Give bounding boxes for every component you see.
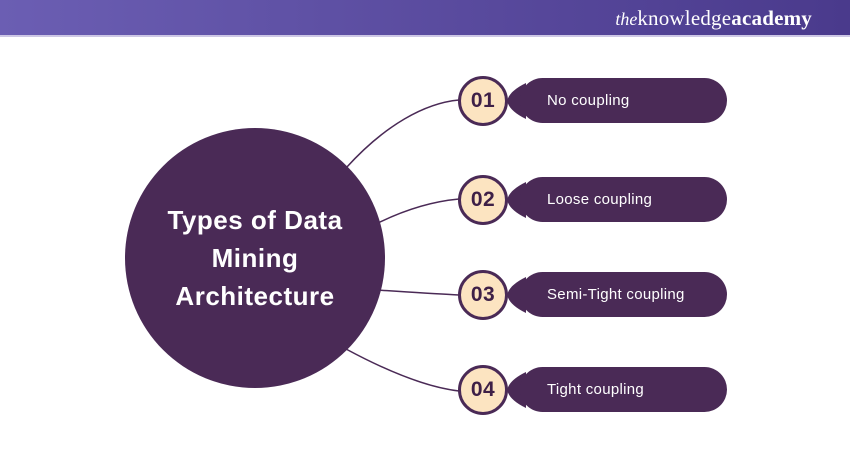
item-row-2: 02 Loose coupling bbox=[458, 175, 728, 225]
brand-logo: theknowledgeacademy bbox=[615, 5, 812, 32]
connector-line-3 bbox=[376, 289, 460, 296]
item-row-3: 03 Semi-Tight coupling bbox=[458, 270, 728, 320]
item-number-2: 02 bbox=[470, 188, 496, 211]
item-label-3: Semi-Tight coupling bbox=[547, 286, 685, 303]
connector-line-2 bbox=[375, 198, 460, 225]
item-pill-1: No coupling bbox=[520, 78, 727, 123]
item-pill-4: Tight coupling bbox=[520, 367, 727, 412]
header-bar: theknowledgeacademy bbox=[0, 0, 850, 37]
logo-academy: academy bbox=[731, 6, 812, 30]
central-topic-circle: Types of Data Mining Architecture bbox=[125, 128, 385, 388]
logo-the: the bbox=[615, 9, 638, 29]
item-number-badge-2: 02 bbox=[458, 175, 508, 225]
connector-line-4 bbox=[345, 348, 460, 392]
diagram-title-line-1: Types of Data bbox=[167, 205, 343, 235]
item-number-badge-3: 03 bbox=[458, 270, 508, 320]
item-pill-2: Loose coupling bbox=[520, 177, 727, 222]
item-label-4: Tight coupling bbox=[547, 381, 645, 398]
item-label-1: No coupling bbox=[547, 92, 630, 109]
diagram-title-line-2: Mining bbox=[211, 243, 299, 273]
item-pill-3: Semi-Tight coupling bbox=[520, 272, 727, 317]
item-label-2: Loose coupling bbox=[547, 191, 653, 208]
diagram-title: Types of Data Mining Architecture bbox=[167, 201, 342, 315]
logo-knowledge: knowledge bbox=[637, 6, 732, 30]
item-number-1: 01 bbox=[470, 89, 496, 112]
item-number-badge-1: 01 bbox=[458, 76, 508, 126]
connector-line-1 bbox=[345, 99, 460, 169]
item-number-badge-4: 04 bbox=[458, 365, 508, 415]
diagram-title-line-3: Architecture bbox=[175, 281, 335, 311]
item-number-3: 03 bbox=[470, 283, 496, 306]
item-row-1: 01 No coupling bbox=[458, 76, 728, 126]
item-number-4: 04 bbox=[470, 378, 496, 401]
item-row-4: 04 Tight coupling bbox=[458, 365, 728, 415]
